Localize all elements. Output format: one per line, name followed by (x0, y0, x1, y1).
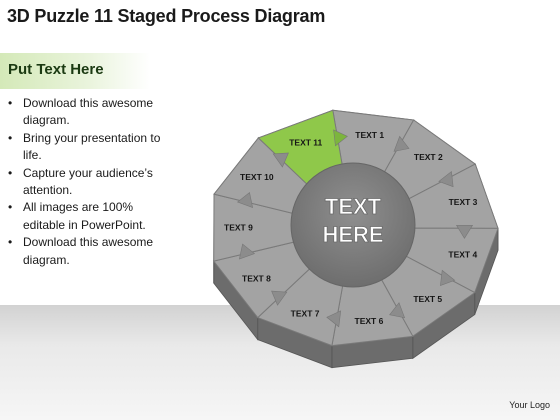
segment-label: TEXT 9 (224, 223, 253, 233)
arrow-3 (455, 224, 474, 239)
diagram-segments (212, 109, 499, 347)
subtitle: Put Text Here (8, 61, 104, 78)
bullet-list: • Download this awesome diagram. • Bring y… (6, 95, 176, 269)
bullet-dot-icon: • (8, 130, 13, 145)
arrow-5 (389, 302, 406, 319)
segment-label: TEXT 7 (291, 308, 320, 318)
arrow-10 (272, 152, 289, 168)
subtitle-highlight (0, 53, 150, 89)
segment-label: TEXT 8 (242, 274, 271, 284)
segment-label: TEXT 3 (449, 197, 478, 207)
arrow-4 (440, 269, 456, 286)
center-hub (290, 162, 416, 288)
segment-label: TEXT 11 (289, 137, 322, 147)
arrow-6 (326, 310, 342, 328)
segment-label: TEXT 6 (355, 316, 384, 326)
logo-text: Your Logo (509, 400, 550, 410)
bullet-text: Bring your presentation to life. (23, 130, 161, 163)
arrow-11 (333, 129, 348, 147)
bullet-dot-icon: • (8, 235, 13, 250)
bullet-dot-icon: • (8, 200, 13, 215)
diagram-labels: TEXT 1 TEXT 2 TEXT 3 TEXT 4 TEXT 5 TEXT 6 TEXT… (224, 130, 478, 326)
bullet-text: All images are 100% editable in PowerPoi… (23, 200, 146, 232)
page-title: 3D Puzzle 11 Staged Process Diagram (7, 6, 326, 26)
arrow-2 (438, 170, 454, 188)
arrow-1 (393, 135, 410, 152)
bullet-dot-icon: • (8, 96, 13, 110)
segment-label: TEXT 10 (240, 172, 274, 182)
bullet-item: • Bring your presentation to life. (6, 130, 176, 165)
segment-label: TEXT 2 (414, 152, 443, 162)
bullet-item: • All images are 100% editable in PowerPo… (6, 199, 176, 234)
arrow-8 (238, 243, 256, 260)
bullet-text: Capture your audience’s attention. (23, 165, 153, 198)
segment-label: TEXT 5 (413, 294, 442, 304)
bullet-dot-icon: • (8, 165, 13, 180)
bullet-text: Download this awesome diagram. (23, 96, 154, 128)
segment-label: TEXT 4 (448, 250, 477, 260)
bullet-item: • Download this awesome diagram. (6, 234, 176, 269)
arrow-7 (271, 290, 288, 306)
diagram-arrows (236, 129, 474, 328)
bullet-text: Download this awesome diagram. (23, 235, 154, 267)
bullet-item: • Capture your audience’s attention. (6, 165, 176, 200)
segment-label: TEXT 1 (355, 130, 384, 140)
bullet-item: • Download this awesome diagram. (6, 95, 176, 130)
center-text-line2: HERE (322, 222, 383, 247)
center-text-line1: TEXT (325, 194, 382, 219)
arrow-9 (236, 192, 254, 208)
